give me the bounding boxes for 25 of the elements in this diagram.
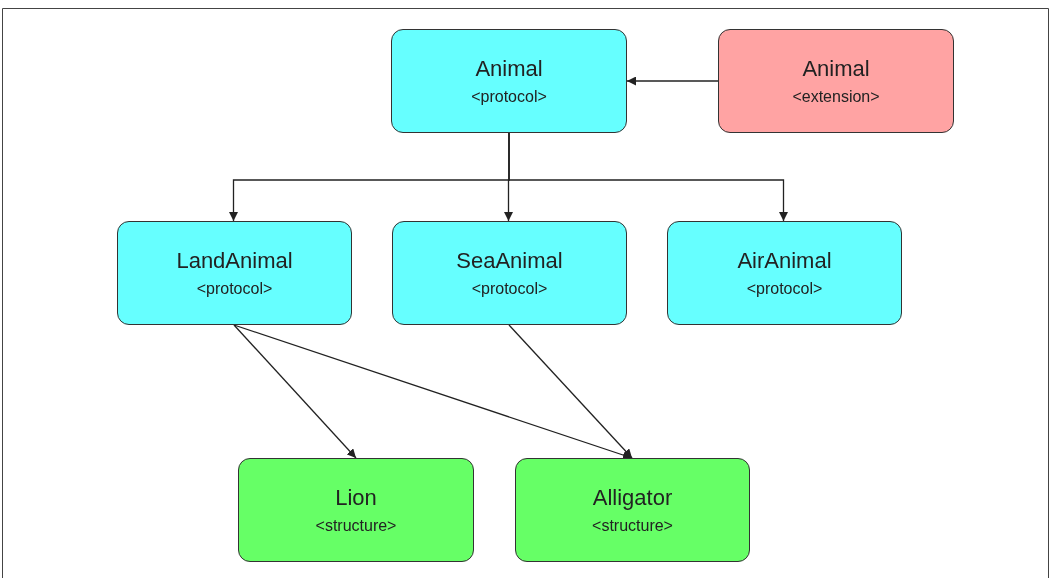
- rounded-box: [392, 221, 627, 325]
- node-title: AirAnimal: [737, 248, 832, 274]
- node-title: Animal: [802, 56, 870, 82]
- rounded-box: [515, 458, 750, 562]
- arrow: [626, 76, 719, 86]
- rounded-box: [238, 458, 474, 562]
- stereotype-label: <structure>: [592, 517, 673, 535]
- arrow: [508, 324, 633, 459]
- stereotype-label: <protocol>: [746, 280, 823, 298]
- arrow: [233, 324, 357, 459]
- stereotype-label: <protocol>: [471, 88, 547, 106]
- stereotype-label: <structure>: [315, 517, 397, 535]
- stereotype-label: <protocol>: [196, 280, 273, 298]
- arrow: [508, 132, 788, 222]
- rounded-box: [117, 221, 352, 325]
- node-title: LandAnimal: [176, 248, 293, 274]
- node-title: Lion: [335, 485, 377, 511]
- node-title: SeaAnimal: [456, 248, 563, 274]
- node-title: Alligator: [592, 485, 673, 511]
- node-title: Animal: [475, 56, 543, 82]
- stereotype-label: <extension>: [792, 88, 880, 106]
- rounded-box: [391, 29, 627, 133]
- rounded-box: [667, 221, 902, 325]
- rounded-box: [718, 29, 954, 133]
- stereotype-label: <protocol>: [471, 280, 548, 298]
